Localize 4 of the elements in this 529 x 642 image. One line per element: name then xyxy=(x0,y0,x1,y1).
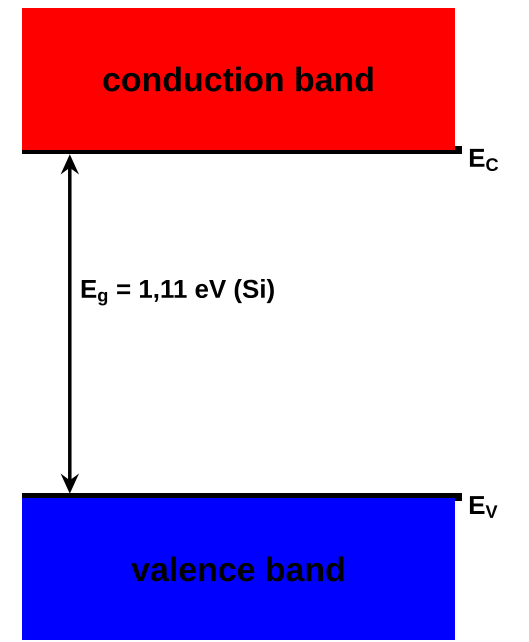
energy-level-label: E$_{C}$ xyxy=(470,148,498,172)
band-box: valence band xyxy=(22,498,455,640)
band-box: conduction band xyxy=(22,8,455,150)
edge-label: E$_{g}$ = 1,11 eV (Si) xyxy=(82,279,274,306)
